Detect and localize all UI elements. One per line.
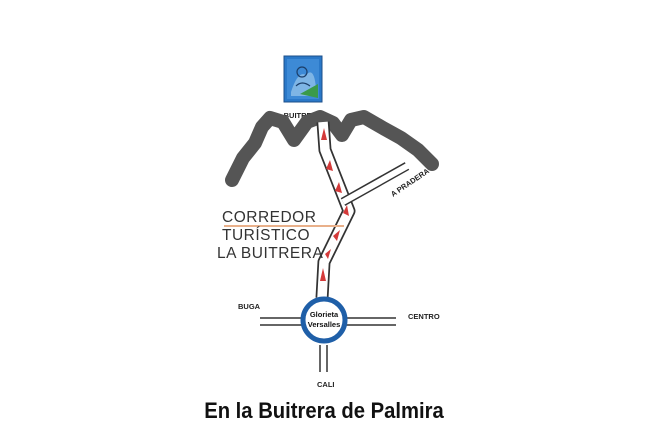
corridor-line2: TURÍSTICO [222,227,310,244]
centro-label: CENTRO [408,312,440,321]
roundabout-line2: Versalles [308,320,341,329]
roundabout-line1: Glorieta [310,310,339,319]
buga-label: BUGA [238,302,261,311]
mountain-ridge [225,110,439,187]
west-road [260,317,302,326]
route-arrows [320,128,349,281]
corridor-line1: CORREDOR [222,209,316,226]
cali-label: CALI [317,380,335,389]
logo-icon [283,55,323,103]
corridor-line3: LA BUITRERA [217,245,323,262]
buitrera-label: BUITRERA [284,111,323,120]
pradera-road [340,162,411,206]
south-road [319,345,328,372]
east-road [345,317,396,326]
roundabout [300,296,348,344]
map-caption: En la Buitrera de Palmira [204,398,444,423]
